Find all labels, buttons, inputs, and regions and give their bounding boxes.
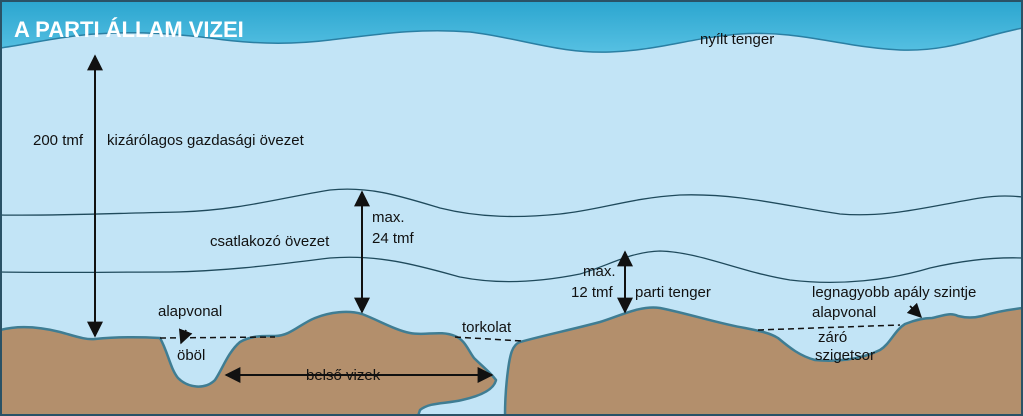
land bbox=[0, 306, 1023, 416]
label-estuary: torkolat bbox=[462, 319, 512, 336]
baseline-bay bbox=[159, 336, 276, 339]
label-bay: öböl bbox=[177, 347, 205, 364]
baseline-estuary bbox=[454, 336, 523, 342]
label-closing-line-2: szigetsor bbox=[815, 347, 875, 364]
label-contiguous-distance: 24 tmf bbox=[372, 230, 415, 247]
label-open-sea: nyílt tenger bbox=[700, 31, 774, 48]
label-baseline-left: alapvonal bbox=[158, 303, 222, 320]
label-closing-line-1: záró bbox=[818, 329, 847, 346]
contiguous-zone-boundary bbox=[0, 188, 1023, 218]
closing-line bbox=[757, 324, 901, 331]
label-territorial-distance: 12 tmf bbox=[571, 284, 614, 301]
diagram-title: A PARTI ÁLLAM VIZEI bbox=[14, 17, 244, 42]
label-territorial-sea: parti tenger bbox=[635, 284, 711, 301]
bay-pointer-arrow bbox=[178, 328, 193, 345]
label-eez-distance: 200 tmf bbox=[33, 132, 84, 149]
label-territorial-max: max. bbox=[583, 263, 616, 280]
label-internal-waters: belső vizek bbox=[306, 367, 381, 384]
low-tide-pointer-arrow bbox=[906, 302, 923, 319]
label-low-tide-line: legnagyobb apály szintje bbox=[812, 284, 976, 301]
open-sea-band bbox=[0, 0, 1023, 53]
label-contiguous-zone: csatlakozó övezet bbox=[210, 233, 330, 250]
label-baseline-right: alapvonal bbox=[812, 304, 876, 321]
territorial-sea-boundary bbox=[0, 250, 1023, 283]
label-eez: kizárólagos gazdasági övezet bbox=[107, 132, 305, 149]
open-sea-boundary bbox=[0, 27, 1023, 53]
label-contiguous-max: max. bbox=[372, 209, 405, 226]
